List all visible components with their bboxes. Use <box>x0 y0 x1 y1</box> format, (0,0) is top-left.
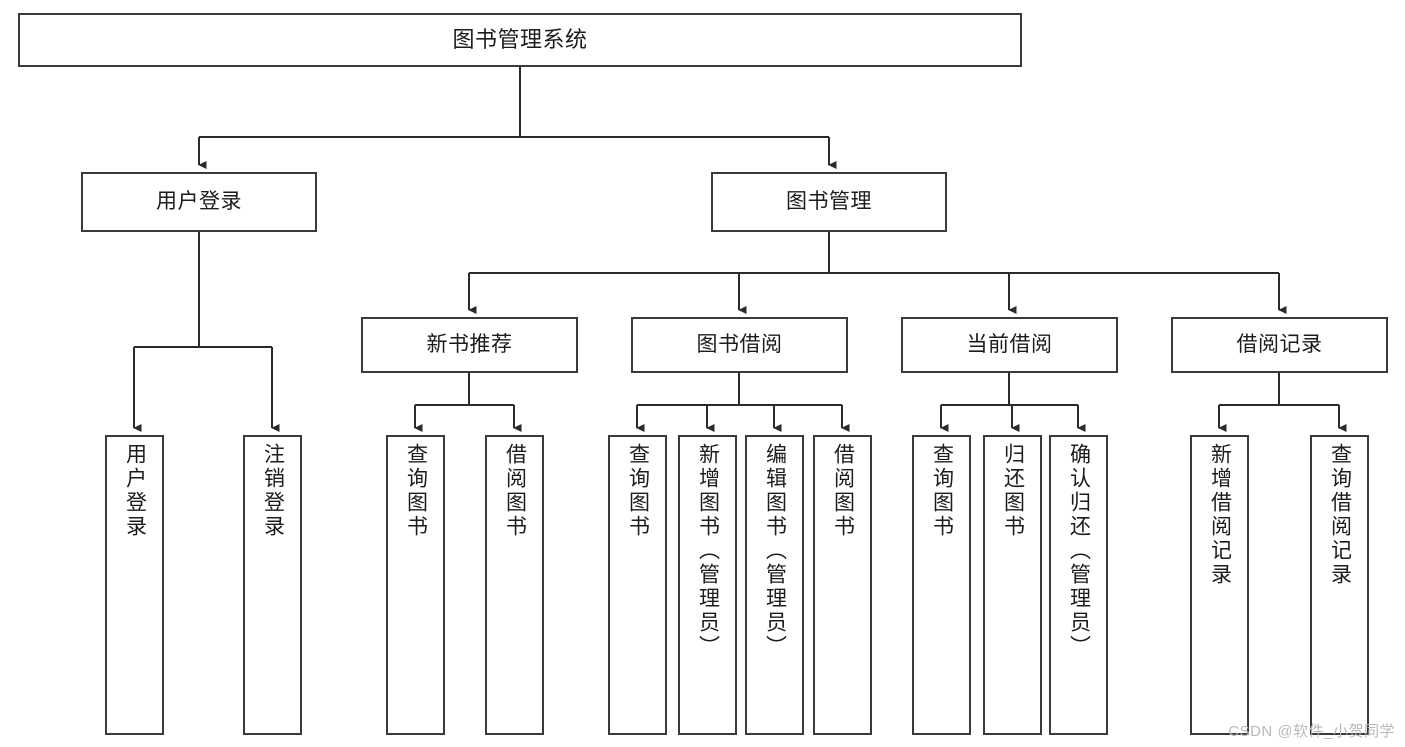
leaf-borrow-edit-label: 编辑图书（管理员） <box>763 443 787 659</box>
leaf-cur-return[interactable]: 归还图书 <box>983 435 1042 735</box>
node-root-label: 图书管理系统 <box>452 27 588 53</box>
node-user-login[interactable]: 用户登录 <box>81 172 317 232</box>
leaf-borrow-do[interactable]: 借阅图书 <box>813 435 872 735</box>
node-book-manage-label: 图书管理 <box>786 189 872 213</box>
leaf-cur-confirm-label: 确认归还（管理员） <box>1067 443 1091 659</box>
node-new-book-rec[interactable]: 新书推荐 <box>361 317 578 373</box>
leaf-cur-return-label: 归还图书 <box>1001 443 1025 539</box>
node-book-borrow-label: 图书借阅 <box>696 332 783 356</box>
node-borrow-record-label: 借阅记录 <box>1236 332 1323 356</box>
leaf-rec-query-label: 查询图书 <box>404 443 428 539</box>
leaf-user-login-label: 用户登录 <box>123 443 147 539</box>
node-user-login-label: 用户登录 <box>156 189 242 213</box>
leaf-rec-add[interactable]: 新增借阅记录 <box>1190 435 1249 735</box>
leaf-rec-add-label: 新增借阅记录 <box>1208 443 1232 587</box>
leaf-borrow-do-label: 借阅图书 <box>831 443 855 539</box>
leaf-borrow-edit[interactable]: 编辑图书（管理员） <box>745 435 804 735</box>
node-new-book-rec-label: 新书推荐 <box>426 332 513 356</box>
watermark-text: CSDN @软件_小贺同学 <box>1228 723 1395 740</box>
node-current-borrow-label: 当前借阅 <box>966 332 1053 356</box>
leaf-borrow-add-label: 新增图书（管理员） <box>696 443 720 659</box>
node-current-borrow[interactable]: 当前借阅 <box>901 317 1118 373</box>
leaf-cur-query[interactable]: 查询图书 <box>912 435 971 735</box>
leaf-cur-query-label: 查询图书 <box>930 443 954 539</box>
leaf-rec-query[interactable]: 查询图书 <box>386 435 445 735</box>
node-book-manage[interactable]: 图书管理 <box>711 172 947 232</box>
leaf-user-logout[interactable]: 注销登录 <box>243 435 302 735</box>
node-root[interactable]: 图书管理系统 <box>18 13 1022 67</box>
leaf-rec-search-label: 查询借阅记录 <box>1328 443 1352 587</box>
leaf-rec-borrow-label: 借阅图书 <box>503 443 527 539</box>
leaf-borrow-query[interactable]: 查询图书 <box>608 435 667 735</box>
leaf-cur-confirm[interactable]: 确认归还（管理员） <box>1049 435 1108 735</box>
leaf-user-login[interactable]: 用户登录 <box>105 435 164 735</box>
leaf-user-logout-label: 注销登录 <box>261 443 285 539</box>
leaf-borrow-add[interactable]: 新增图书（管理员） <box>678 435 737 735</box>
node-borrow-record[interactable]: 借阅记录 <box>1171 317 1388 373</box>
leaf-rec-search[interactable]: 查询借阅记录 <box>1310 435 1369 735</box>
leaf-borrow-query-label: 查询图书 <box>626 443 650 539</box>
leaf-rec-borrow[interactable]: 借阅图书 <box>485 435 544 735</box>
node-book-borrow[interactable]: 图书借阅 <box>631 317 848 373</box>
